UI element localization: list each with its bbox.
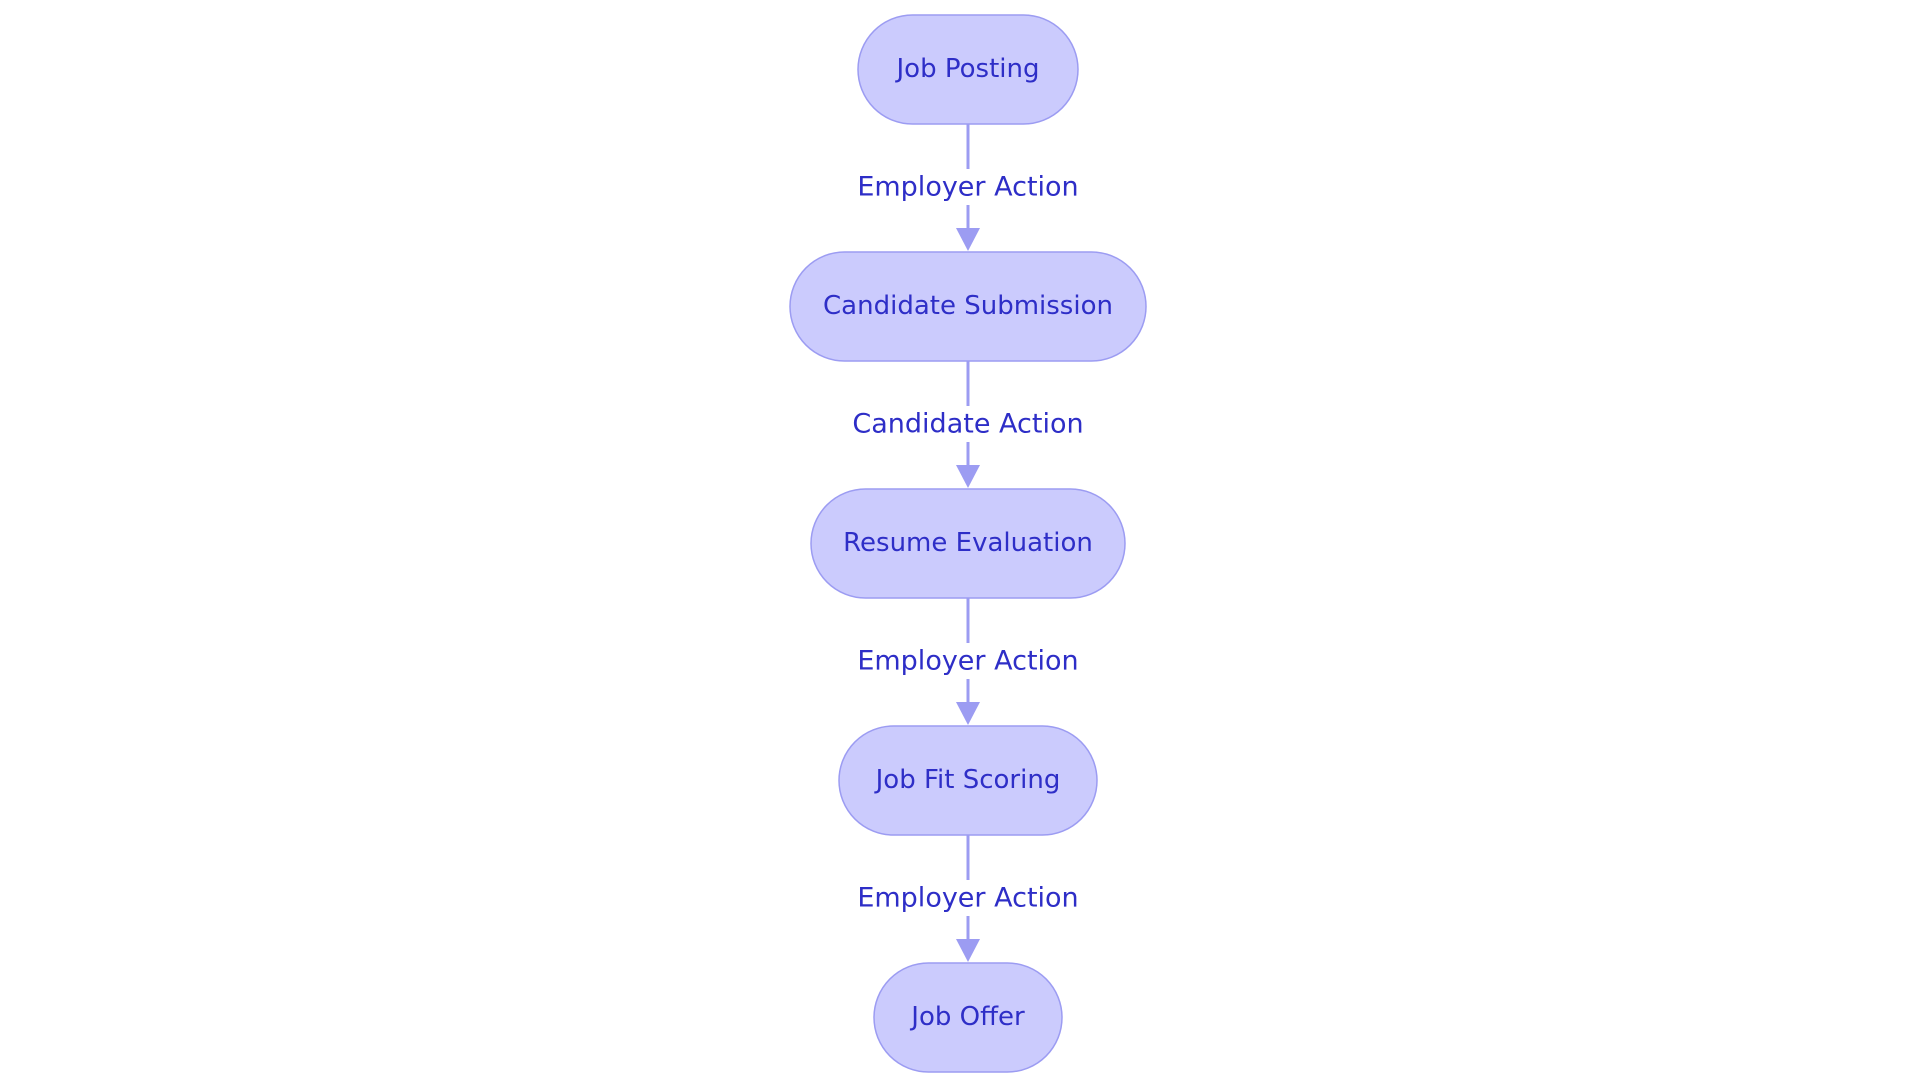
node-label: Candidate Submission [823,291,1113,321]
edge-label: Candidate Action [852,409,1083,440]
node-label: Job Offer [909,1002,1025,1032]
edge-resume-evaluation-to-job-fit-scoring: Employer Action [857,598,1079,725]
arrowhead-icon [956,465,980,488]
node-job-offer[interactable]: Job Offer [873,962,1063,1073]
arrowhead-icon [956,702,980,725]
node-label: Job Fit Scoring [874,765,1061,795]
edge-label: Employer Action [857,646,1078,677]
edge-label: Employer Action [857,883,1078,914]
node-candidate-submission[interactable]: Candidate Submission [789,251,1147,362]
node-job-posting[interactable]: Job Posting [857,14,1079,125]
node-resume-evaluation[interactable]: Resume Evaluation [810,488,1126,599]
edge-job-posting-to-candidate-submission: Employer Action [857,124,1079,251]
arrowhead-icon [956,939,980,962]
node-label: Resume Evaluation [843,528,1093,558]
arrowhead-icon [956,228,980,251]
edge-job-fit-scoring-to-job-offer: Employer Action [857,835,1079,962]
node-label: Job Posting [895,54,1040,84]
edge-label: Employer Action [857,172,1078,203]
edge-candidate-submission-to-resume-evaluation: Candidate Action [852,361,1084,488]
node-job-fit-scoring[interactable]: Job Fit Scoring [838,725,1098,836]
